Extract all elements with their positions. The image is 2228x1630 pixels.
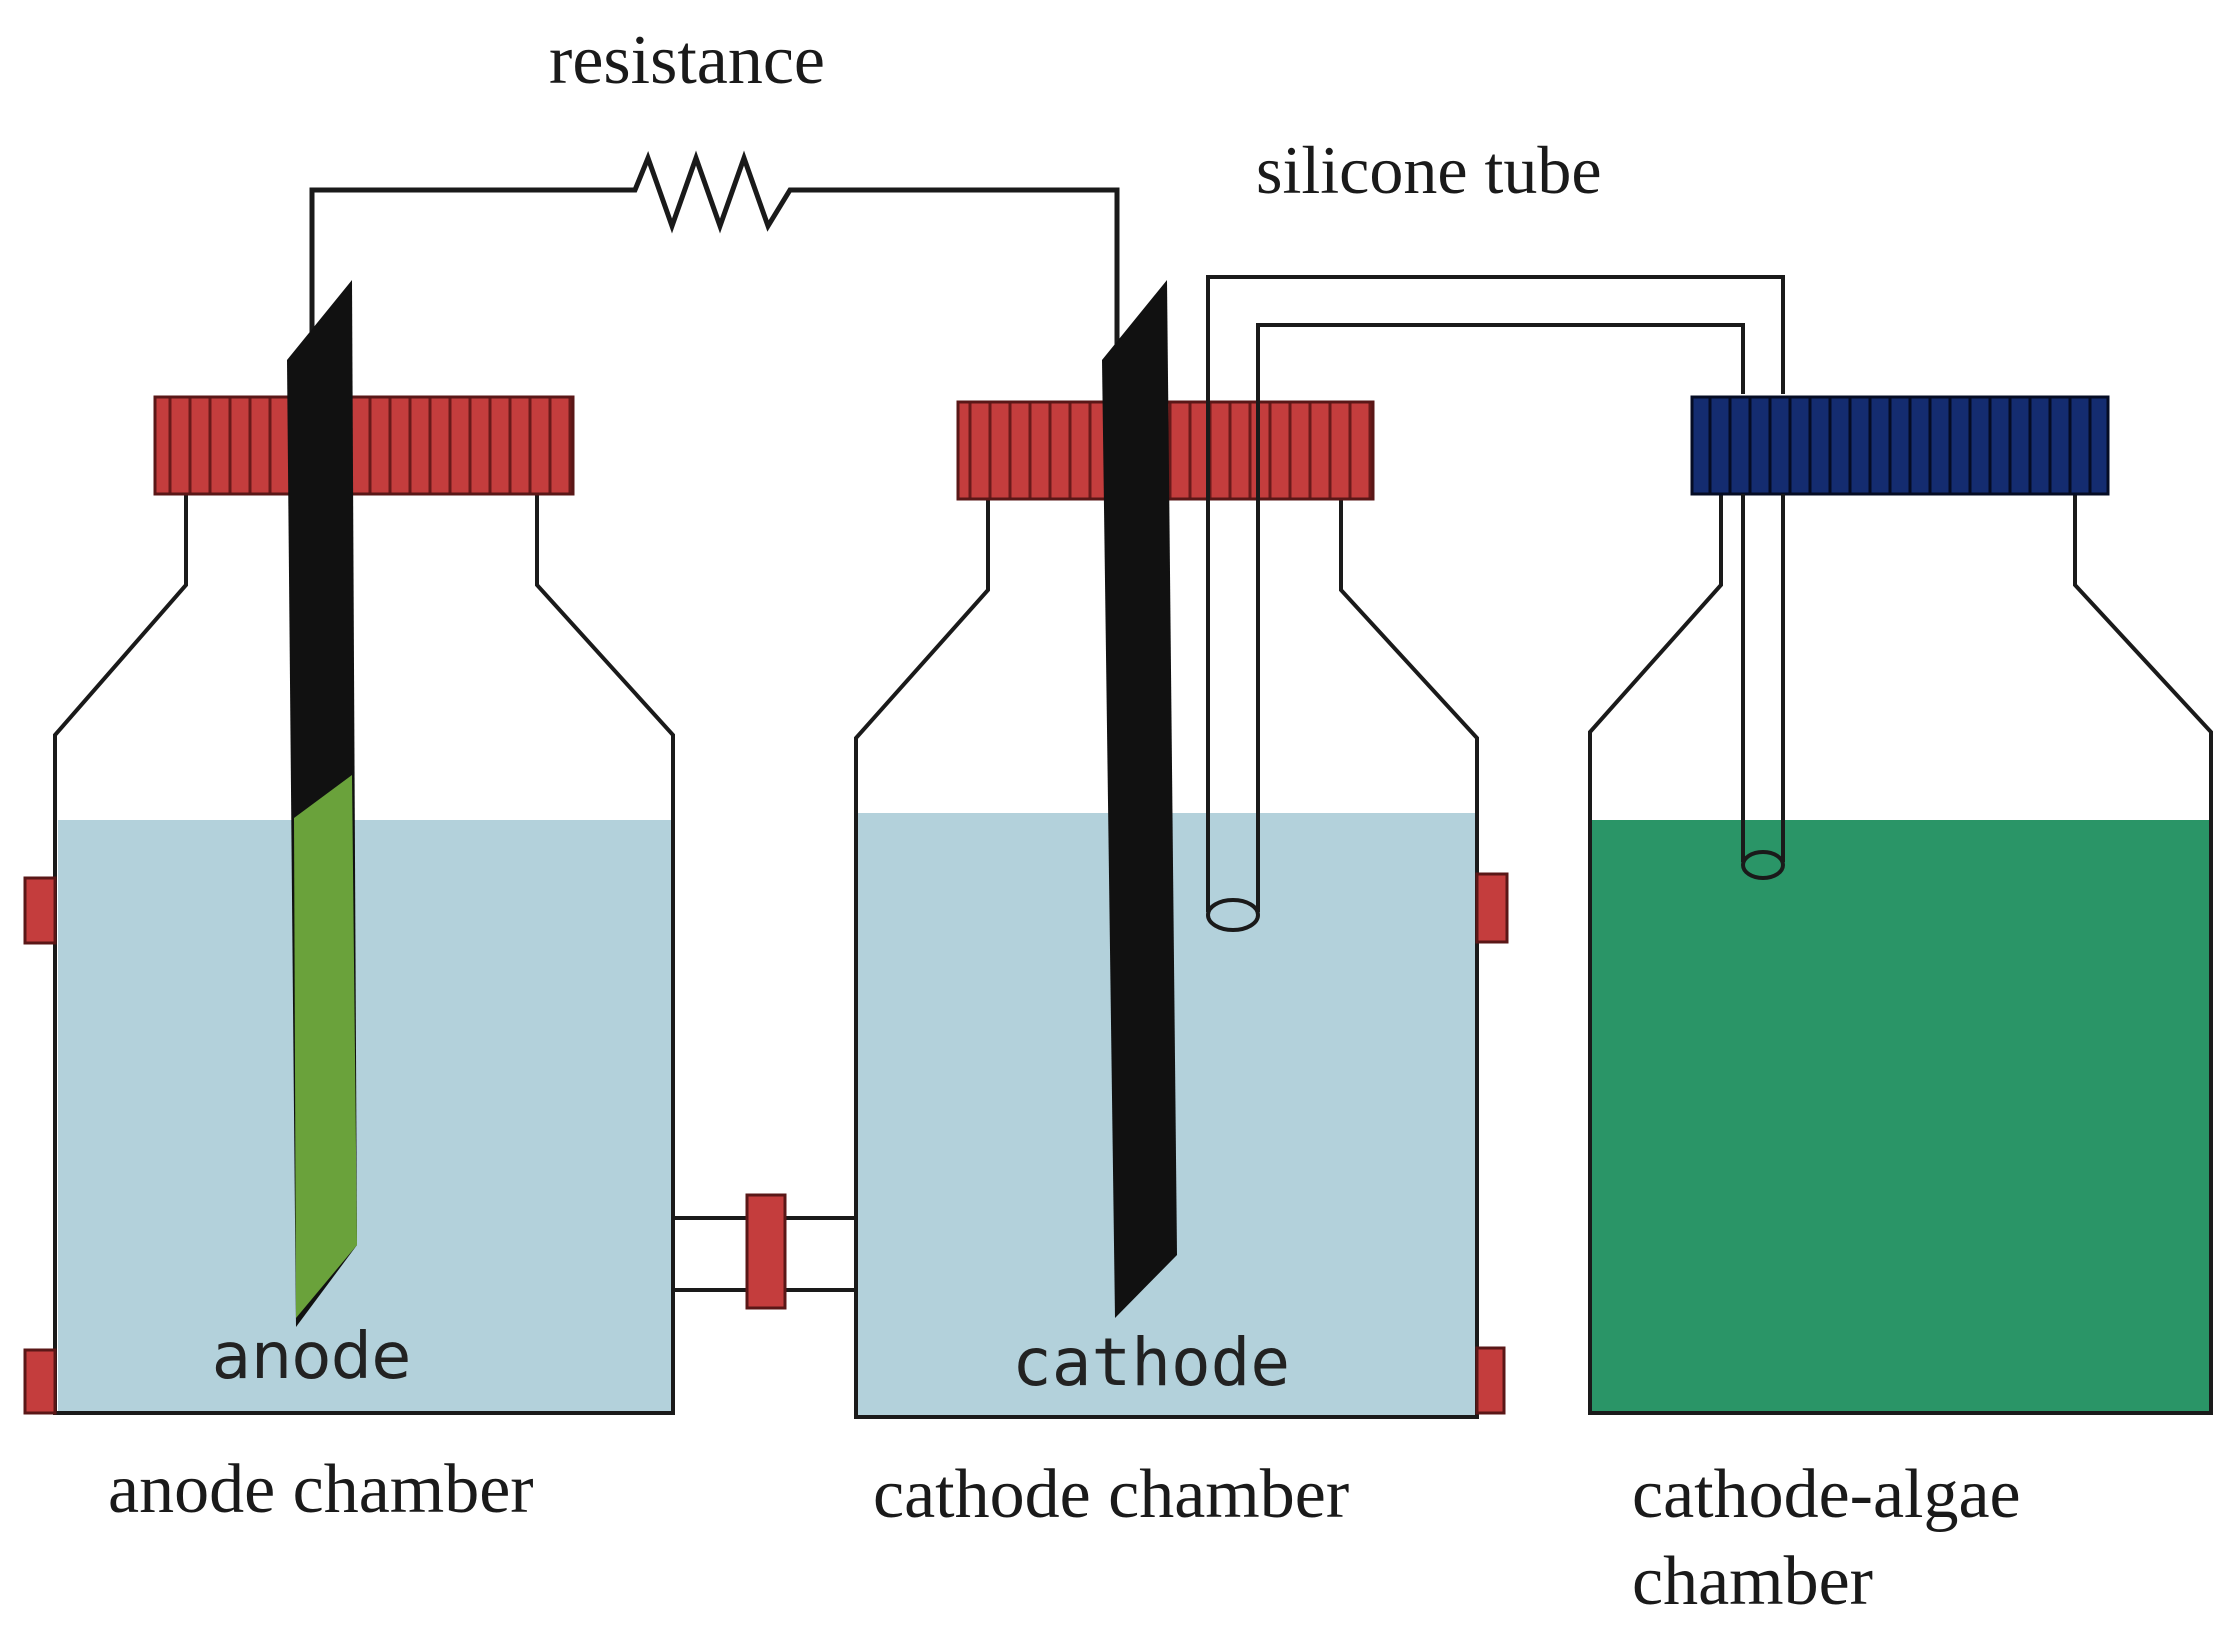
cathode-port-lower xyxy=(1475,1346,1506,1415)
anode-chamber-outline xyxy=(53,493,675,1415)
cathode-port-upper xyxy=(1475,872,1509,944)
connecting-bridge xyxy=(673,1193,856,1310)
bridge-clamp xyxy=(745,1193,787,1310)
algae-chamber-liquid xyxy=(1590,820,2211,1413)
anode-chamber-label: anode chamber xyxy=(108,1451,534,1528)
cathode-algae-chamber-label-line2: chamber xyxy=(1632,1543,1873,1620)
anode-electrode-coating xyxy=(294,775,357,1318)
cathode-algae-chamber-label-line1: cathode-algae xyxy=(1632,1456,2021,1533)
silicone-tube-opening-algae xyxy=(1741,850,1785,880)
algae-chamber-cap xyxy=(1690,395,2110,496)
anode-chamber-cap xyxy=(153,395,575,496)
cathode-electrode-body xyxy=(1102,280,1177,1318)
resistance-label: resistance xyxy=(549,22,825,99)
cathode-electrode xyxy=(1102,280,1177,1318)
cathode-chamber-outline xyxy=(854,498,1479,1419)
cathode-label: cathode xyxy=(1012,1324,1291,1401)
anode-chamber-bottle xyxy=(23,395,675,1415)
cathode-chamber-label: cathode chamber xyxy=(873,1456,1350,1533)
anode-chamber-liquid xyxy=(58,820,673,1413)
silicone-tube-opening-cathode xyxy=(1206,898,1260,932)
circuit-wire xyxy=(309,150,1120,370)
anode-port-lower xyxy=(23,1348,57,1415)
anode-port-upper xyxy=(23,876,57,945)
cathode-chamber-bottle xyxy=(854,400,1509,1419)
silicone-tube-label: silicone tube xyxy=(1256,132,1602,208)
external-circuit xyxy=(309,150,1120,370)
cathode-algae-chamber-bottle xyxy=(1588,395,2213,1415)
anode-label: anode xyxy=(212,1320,411,1394)
anode-electrode xyxy=(287,280,357,1327)
silicone-tube-inner xyxy=(1256,323,1745,912)
silicone-tube-outer xyxy=(1206,275,1785,912)
algae-chamber-outline xyxy=(1588,493,2213,1415)
silicone-tube-assembly xyxy=(1206,275,1785,932)
